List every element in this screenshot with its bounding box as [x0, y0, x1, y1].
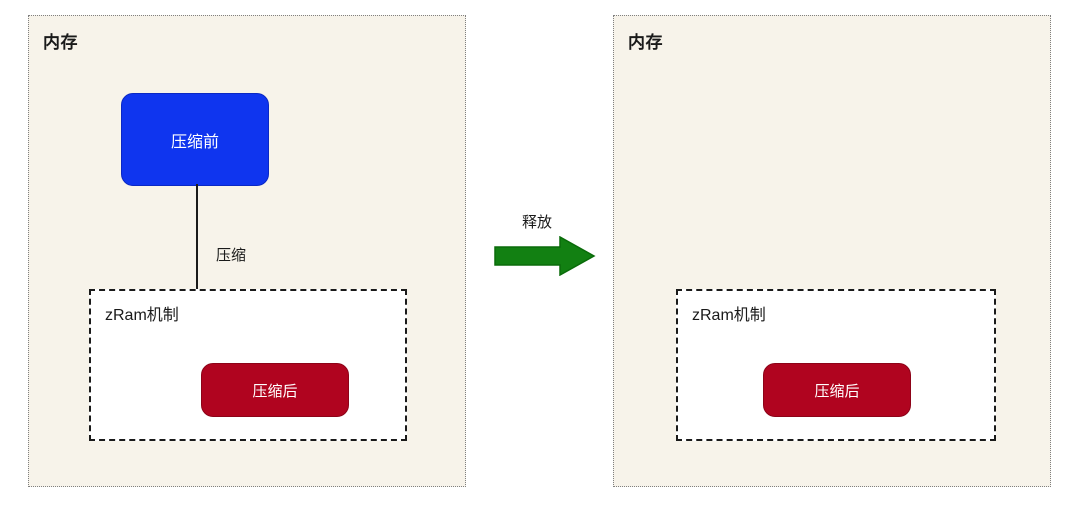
node-after-compression-after-panel-label: 压缩后	[814, 382, 860, 400]
release-arrow	[494, 236, 596, 276]
zram-box-after-title: zRam机制	[692, 307, 766, 324]
zram-box-before: zRam机制 压缩后	[89, 289, 407, 441]
memory-panel-after: 内存 zRam机制 压缩后	[613, 15, 1051, 487]
node-before-compression: 压缩前	[121, 93, 269, 186]
compression-arrow-label: 压缩	[216, 247, 247, 264]
memory-panel-after-title: 内存	[628, 33, 663, 52]
release-arrow-label: 释放	[521, 214, 552, 231]
zram-box-before-title: zRam机制	[105, 307, 179, 324]
node-before-compression-label: 压缩前	[170, 133, 219, 151]
zram-box-after: zRam机制 压缩后	[676, 289, 996, 441]
memory-panel-before-title: 内存	[43, 33, 78, 52]
node-after-compression-before-panel-label: 压缩后	[252, 382, 298, 400]
node-after-compression-before-panel: 压缩后	[201, 363, 349, 417]
node-after-compression-after-panel: 压缩后	[763, 363, 911, 417]
memory-panel-before: 内存 压缩前 压缩 zRam机制 压缩后	[28, 15, 466, 487]
